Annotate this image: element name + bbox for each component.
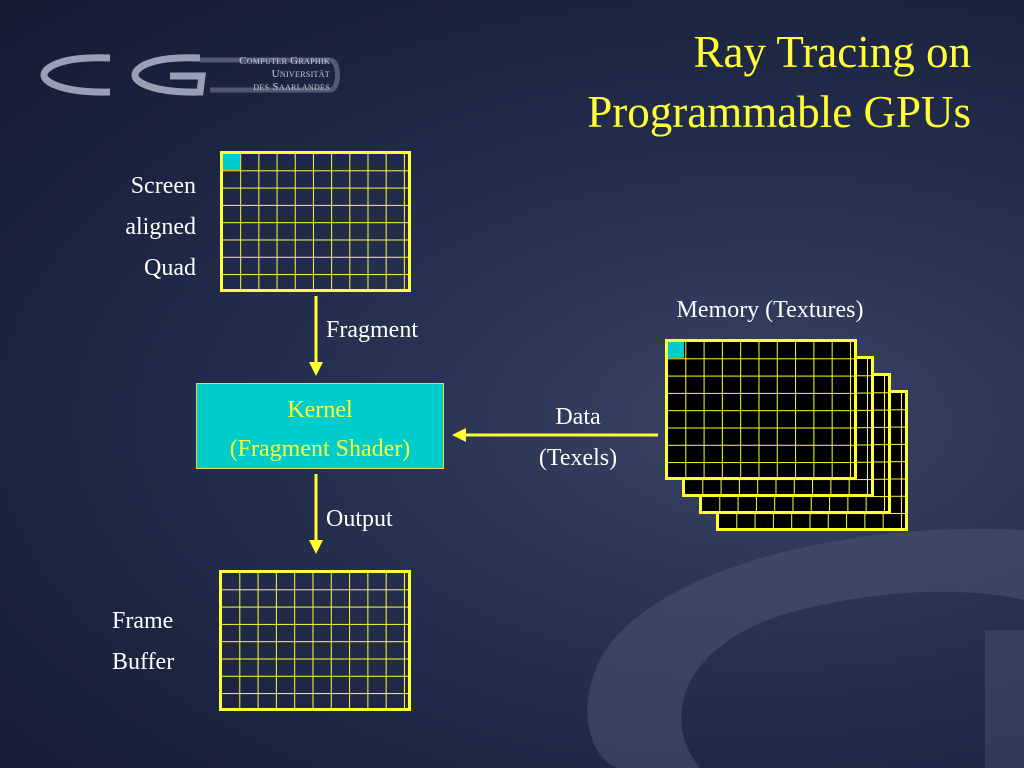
memory-label: Memory (Textures) xyxy=(676,297,864,323)
cg-logo-icon xyxy=(40,54,340,96)
screen-quad-highlight-cell xyxy=(223,154,240,170)
kernel-box: Kernel (Fragment Shader) xyxy=(196,383,444,469)
screen-label-line-3: Quad xyxy=(144,255,196,281)
slide-title-line-1: Ray Tracing on xyxy=(693,27,971,77)
texture-highlight-cell xyxy=(668,342,684,358)
texture-layer-1 xyxy=(665,339,857,480)
fragment-label: Fragment xyxy=(326,317,418,343)
kernel-subtitle: (Fragment Shader) xyxy=(229,436,411,462)
framebuffer-grid xyxy=(219,570,411,711)
framebuffer-label-line-1: Frame xyxy=(112,608,174,634)
data-label-line-1: Data xyxy=(555,404,601,430)
slide-title-line-2: Programmable GPUs xyxy=(587,87,971,137)
kernel-title: Kernel xyxy=(287,397,353,423)
logo-line-1: Computer Graphik xyxy=(239,55,330,67)
logo-line-3: des Saarlandes xyxy=(253,81,330,93)
screen-label-line-1: Screen xyxy=(130,173,196,199)
screen-label-line-2: aligned xyxy=(125,214,196,240)
logo-line-2: Universität xyxy=(271,68,330,80)
screen-quad-grid xyxy=(220,151,411,292)
data-label-line-2: (Texels) xyxy=(538,445,618,471)
framebuffer-label-line-2: Buffer xyxy=(112,649,175,675)
output-label: Output xyxy=(326,506,393,532)
